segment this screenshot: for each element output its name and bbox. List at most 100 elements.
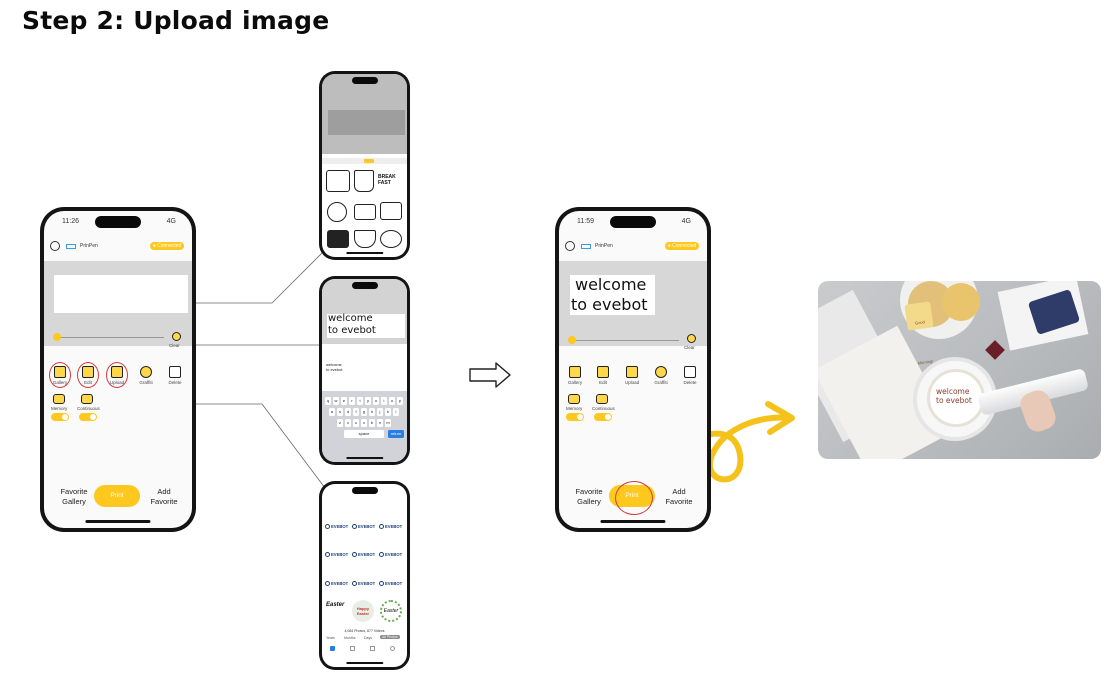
photo-evebot-7[interactable]: EVEBOT: [325, 581, 348, 586]
size-slider-track[interactable]: [54, 337, 164, 338]
library-icon[interactable]: [330, 646, 335, 651]
space-key[interactable]: space: [344, 430, 384, 438]
tool-delete[interactable]: Delete: [163, 366, 187, 385]
key-q[interactable]: q: [325, 397, 331, 405]
tab-months[interactable]: Months: [344, 636, 356, 640]
key-h[interactable]: h: [369, 408, 375, 416]
edit-phone-screen: welcome to evebot welcome to evebot q w …: [322, 279, 407, 462]
continuous-toggle[interactable]: [79, 413, 97, 421]
tool-graffiti[interactable]: Graffiti: [649, 366, 673, 385]
key-y[interactable]: y: [365, 397, 371, 405]
photo-evebot-1[interactable]: EVEBOT: [325, 524, 348, 529]
edit-canvas: [327, 314, 405, 338]
key-j[interactable]: j: [377, 408, 383, 416]
continuous-toggle[interactable]: [594, 413, 612, 421]
key-r[interactable]: r: [349, 397, 355, 405]
key-b[interactable]: b: [369, 419, 375, 427]
sticker-cake[interactable]: [354, 204, 376, 220]
favorite-gallery-button[interactable]: Favorite Gallery: [575, 487, 603, 506]
key-n[interactable]: n: [377, 419, 383, 427]
photo-easter-2[interactable]: Happy Easter: [352, 600, 374, 622]
print-button[interactable]: Print: [94, 485, 140, 507]
connected-pill[interactable]: ● Connected: [665, 242, 699, 250]
status-time: 11:26: [62, 218, 79, 225]
key-e[interactable]: e: [341, 397, 347, 405]
key-a[interactable]: a: [329, 408, 335, 416]
tool-graffiti[interactable]: Graffiti: [134, 366, 158, 385]
key-s[interactable]: s: [337, 408, 343, 416]
sticker-cake-2[interactable]: [380, 202, 402, 220]
photo-evebot-3[interactable]: EVEBOT: [379, 524, 402, 529]
connected-pill[interactable]: ● Connected: [150, 242, 184, 250]
sticker-coffee[interactable]: [326, 170, 350, 192]
sticker-clock[interactable]: [327, 202, 347, 222]
photo-evebot-8[interactable]: EVEBOT: [352, 581, 375, 586]
key-l[interactable]: l: [393, 408, 399, 416]
tab-years[interactable]: Years: [326, 636, 335, 640]
status-signal: 4G: [166, 218, 176, 225]
return-key[interactable]: return: [388, 430, 404, 438]
result-phone-screen: 11:59 4G PrinPen ● Connected welcome to …: [559, 211, 707, 528]
trash-icon: [684, 366, 696, 378]
key-t[interactable]: t: [357, 397, 363, 405]
key-w[interactable]: w: [333, 397, 339, 405]
key-d[interactable]: d: [345, 408, 351, 416]
photo-evebot-5[interactable]: EVEBOT: [352, 552, 375, 557]
tool-edit[interactable]: Edit: [591, 366, 615, 385]
key-z[interactable]: z: [337, 419, 343, 427]
add-favorite-button[interactable]: Add Favorite: [665, 487, 693, 506]
print-canvas[interactable]: [570, 275, 655, 315]
clear-label: Clear: [169, 343, 180, 348]
print-canvas[interactable]: [54, 275, 188, 313]
albums-icon[interactable]: [370, 646, 375, 651]
key-m[interactable]: m: [385, 419, 391, 427]
sticker-beer[interactable]: [354, 170, 374, 192]
search-icon[interactable]: [390, 646, 395, 651]
tool-delete[interactable]: Delete: [678, 366, 702, 385]
key-o[interactable]: o: [389, 397, 395, 405]
battery-icon: [66, 244, 76, 249]
sticker-cake-slice[interactable]: [327, 230, 349, 248]
key-g[interactable]: g: [361, 408, 367, 416]
photo-evebot-9[interactable]: EVEBOT: [379, 581, 402, 586]
tool-gallery[interactable]: Gallery: [563, 366, 587, 385]
tab-days[interactable]: Days: [364, 636, 372, 640]
sticker-ramen[interactable]: [354, 230, 376, 248]
key-k[interactable]: k: [385, 408, 391, 416]
key-x[interactable]: x: [345, 419, 351, 427]
edit-text-input[interactable]: welcome to evebot: [326, 362, 343, 372]
key-c[interactable]: c: [353, 419, 359, 427]
tool-upload[interactable]: Upload: [620, 366, 644, 385]
continuous-label: Continuous: [77, 406, 100, 411]
size-slider-track[interactable]: [569, 340, 679, 341]
settings-gear-icon[interactable]: [565, 241, 575, 251]
key-v[interactable]: v: [361, 419, 367, 427]
home-indicator: [345, 457, 384, 459]
home-indicator: [85, 520, 151, 523]
key-p[interactable]: p: [397, 397, 403, 405]
favorite-gallery-button[interactable]: Favorite Gallery: [60, 487, 88, 506]
sticker-donut[interactable]: [380, 230, 402, 248]
gallery-active-tab[interactable]: [364, 159, 374, 163]
key-i[interactable]: i: [381, 397, 387, 405]
add-favorite-button[interactable]: Add Favorite: [150, 487, 178, 506]
main-phone: 11:26 4G PrinPen ● Connected Clear Galle…: [40, 207, 196, 532]
key-u[interactable]: u: [373, 397, 379, 405]
memory-toggle[interactable]: [566, 413, 584, 421]
key-f[interactable]: f: [353, 408, 359, 416]
settings-gear-icon[interactable]: [50, 241, 60, 251]
photo-evebot-2[interactable]: EVEBOT: [352, 524, 375, 529]
photo-evebot-6[interactable]: EVEBOT: [379, 552, 402, 557]
app-name: PrinPen: [80, 243, 98, 249]
size-slider-handle[interactable]: [53, 333, 61, 341]
photo-evebot-4[interactable]: EVEBOT: [325, 552, 348, 557]
clear-icon[interactable]: [687, 334, 696, 343]
photo-easter-1[interactable]: Easter: [326, 602, 345, 608]
photo-easter-3[interactable]: Easter: [380, 600, 402, 622]
clear-icon[interactable]: [172, 332, 181, 341]
for-you-icon[interactable]: [350, 646, 355, 651]
tab-all-photos[interactable]: All Photos: [380, 635, 400, 639]
memory-toggle[interactable]: [51, 413, 69, 421]
size-slider-handle[interactable]: [568, 336, 576, 344]
